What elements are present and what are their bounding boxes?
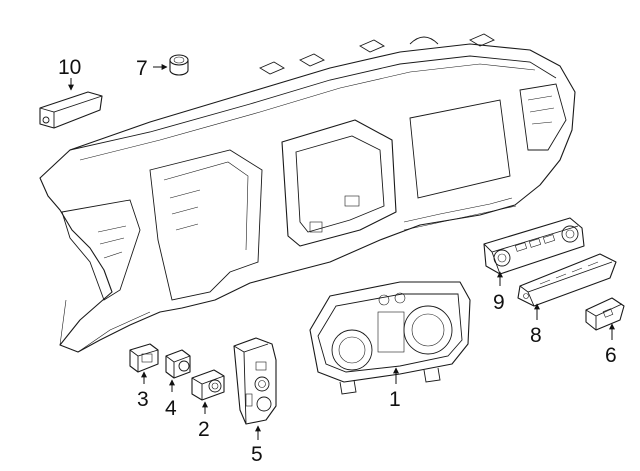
callout-3: 3 <box>137 388 149 411</box>
instrument-panel <box>39 33 576 353</box>
callout-9: 9 <box>493 291 505 314</box>
part-7-knob <box>169 54 189 76</box>
part-8-switch-panel <box>517 253 617 307</box>
callout-8: 8 <box>530 324 542 347</box>
part-6-switch <box>585 297 625 331</box>
callout-6: 6 <box>605 344 617 367</box>
callout-5: 5 <box>251 443 263 466</box>
callout-2: 2 <box>198 418 210 441</box>
part-4-knob-switch <box>165 349 191 379</box>
part-5-switch-bezel <box>233 337 277 425</box>
callout-10: 10 <box>58 56 81 79</box>
part-2-dual-knob-switch <box>191 369 225 401</box>
callout-7: 7 <box>136 57 148 80</box>
part-1-instrument-cluster <box>309 281 471 395</box>
part-3-switch <box>129 343 159 373</box>
callout-4: 4 <box>165 397 177 420</box>
callout-1: 1 <box>389 388 401 411</box>
part-10-module <box>39 91 103 129</box>
part-9-climate-control <box>483 217 585 275</box>
